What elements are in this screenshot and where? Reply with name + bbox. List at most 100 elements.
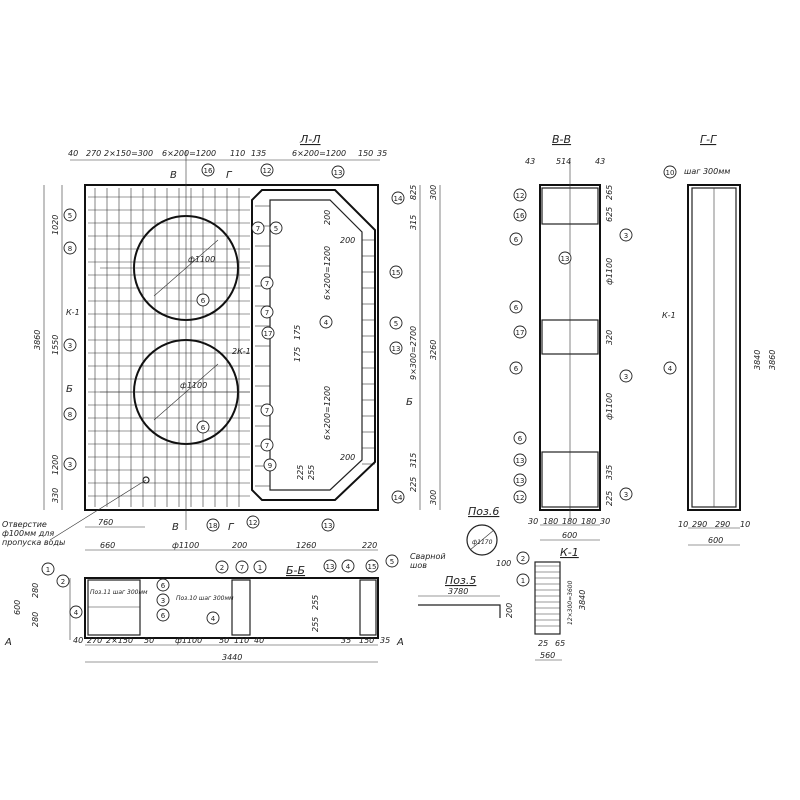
dim: 10 bbox=[740, 520, 750, 529]
position-bubble bbox=[63, 407, 77, 421]
position-number: 4 bbox=[346, 563, 351, 571]
position-number: 5 bbox=[274, 225, 278, 233]
position-number: 8 bbox=[68, 245, 72, 253]
dim: 6×200=1200 bbox=[162, 149, 216, 158]
position-bubble bbox=[63, 457, 77, 471]
position-bubble bbox=[201, 163, 215, 177]
position-number: 3 bbox=[68, 461, 72, 469]
position-bubble bbox=[516, 551, 530, 565]
position-bubble bbox=[263, 458, 277, 472]
dim: 43 bbox=[525, 157, 535, 166]
dim: 3860 bbox=[768, 350, 777, 370]
position-bubble bbox=[365, 559, 379, 573]
dim: 35 bbox=[377, 149, 387, 158]
dim: 150 bbox=[359, 636, 374, 645]
position-bubble bbox=[513, 453, 527, 467]
dim: 290 bbox=[692, 520, 707, 529]
section-vv: В-В 43 514 43 265 625 ф1100 320 ф1100 33… bbox=[509, 133, 633, 541]
plan-outline bbox=[84, 184, 379, 511]
dim: 30 bbox=[528, 517, 538, 526]
position-number: 5 bbox=[390, 558, 394, 566]
dim: 1200 bbox=[51, 455, 60, 475]
position-number: 1 bbox=[258, 564, 262, 572]
dim: 200 bbox=[505, 603, 514, 618]
position-number: 16 bbox=[204, 167, 213, 175]
poz6-detail: Поз.6 ф1170 100 Сварной шов bbox=[410, 505, 511, 570]
circle-label-top: ф1100 bbox=[188, 255, 215, 264]
circle-label-bottom: ф1100 bbox=[180, 381, 207, 390]
k1-label: К-1 bbox=[662, 311, 676, 320]
position-number: 1 bbox=[46, 566, 50, 574]
position-bubble bbox=[331, 165, 345, 179]
position-number: 6 bbox=[161, 612, 166, 620]
position-bubble bbox=[196, 293, 210, 307]
weld-label: Сварной шов bbox=[410, 552, 446, 570]
position-number: 4 bbox=[74, 609, 79, 617]
dim: 2×150=300 bbox=[104, 149, 153, 158]
dim: 43 bbox=[595, 157, 605, 166]
section-bb: Б-Б 600 280 280 Поз.11 шаг 300мм Поз.10 … bbox=[4, 554, 404, 663]
dim: 200 bbox=[340, 453, 355, 462]
position-bubble bbox=[389, 316, 403, 330]
position-bubble bbox=[63, 241, 77, 255]
dim: 50 bbox=[219, 636, 229, 645]
position-number: 7 bbox=[256, 225, 260, 233]
label: Поз.11 шаг 300мм bbox=[90, 589, 148, 596]
dim: 315 bbox=[409, 453, 418, 468]
position-number: 14 bbox=[394, 195, 403, 203]
dim: 6×200=1200 bbox=[292, 149, 346, 158]
dim: 180 bbox=[562, 517, 577, 526]
position-number: 13 bbox=[334, 169, 343, 177]
position-number: 13 bbox=[516, 457, 525, 465]
position-bubble bbox=[663, 165, 677, 179]
dim: 35 bbox=[380, 636, 390, 645]
dim: 255 bbox=[311, 617, 320, 632]
position-bubble bbox=[253, 560, 267, 574]
position-bubble bbox=[261, 326, 275, 340]
position-number: 7 bbox=[265, 407, 269, 415]
dim: 25 bbox=[538, 639, 548, 648]
dim: 135 bbox=[251, 149, 266, 158]
position-bubble bbox=[260, 438, 274, 452]
cut-mark-a-right: А bbox=[396, 637, 404, 648]
dim: 200 bbox=[340, 236, 355, 245]
dim: 6×200=1200 bbox=[323, 386, 332, 440]
position-bubble bbox=[509, 300, 523, 314]
position-bubble bbox=[513, 431, 527, 445]
dim: 12×300=3600 bbox=[567, 580, 574, 625]
k1-detail: К-1 12×300=3600 3840 25 65 560 21 bbox=[516, 546, 587, 661]
section-title-vv: В-В bbox=[552, 133, 571, 146]
position-number: 13 bbox=[561, 255, 570, 263]
position-number: 6 bbox=[201, 424, 206, 432]
dim: 255 bbox=[311, 595, 320, 610]
position-bubble bbox=[319, 315, 333, 329]
section-title-bb: Б-Б bbox=[286, 564, 305, 577]
dim: 40 bbox=[73, 636, 83, 645]
dim: 270 bbox=[87, 636, 102, 645]
k1-title: К-1 bbox=[560, 546, 579, 559]
dim: 175 bbox=[293, 347, 302, 362]
position-number: 7 bbox=[265, 309, 269, 317]
cut-mark-g-bottom: Г bbox=[228, 522, 235, 533]
position-bubble bbox=[663, 361, 677, 375]
position-bubble bbox=[206, 611, 220, 625]
poz5-detail: Поз.5 3780 200 bbox=[418, 574, 514, 618]
position-bubble bbox=[235, 560, 249, 574]
dim: 3780 bbox=[448, 587, 468, 596]
dim: 225 bbox=[296, 465, 305, 480]
position-bubble bbox=[389, 341, 403, 355]
dim: 40 bbox=[68, 149, 78, 158]
position-bubble bbox=[513, 490, 527, 504]
step-label: шаг 300мм bbox=[684, 167, 730, 176]
position-number: 6 bbox=[201, 297, 206, 305]
dim: 265 bbox=[605, 185, 614, 200]
position-number: 15 bbox=[368, 563, 377, 571]
dim: 760 bbox=[98, 518, 113, 527]
dim: 1020 bbox=[51, 215, 60, 235]
position-bubble bbox=[323, 559, 337, 573]
rebar-grid bbox=[88, 188, 375, 507]
dim: 330 bbox=[51, 488, 60, 503]
cut-mark-b-right: Б bbox=[406, 397, 413, 408]
dim: 100 bbox=[496, 559, 511, 568]
